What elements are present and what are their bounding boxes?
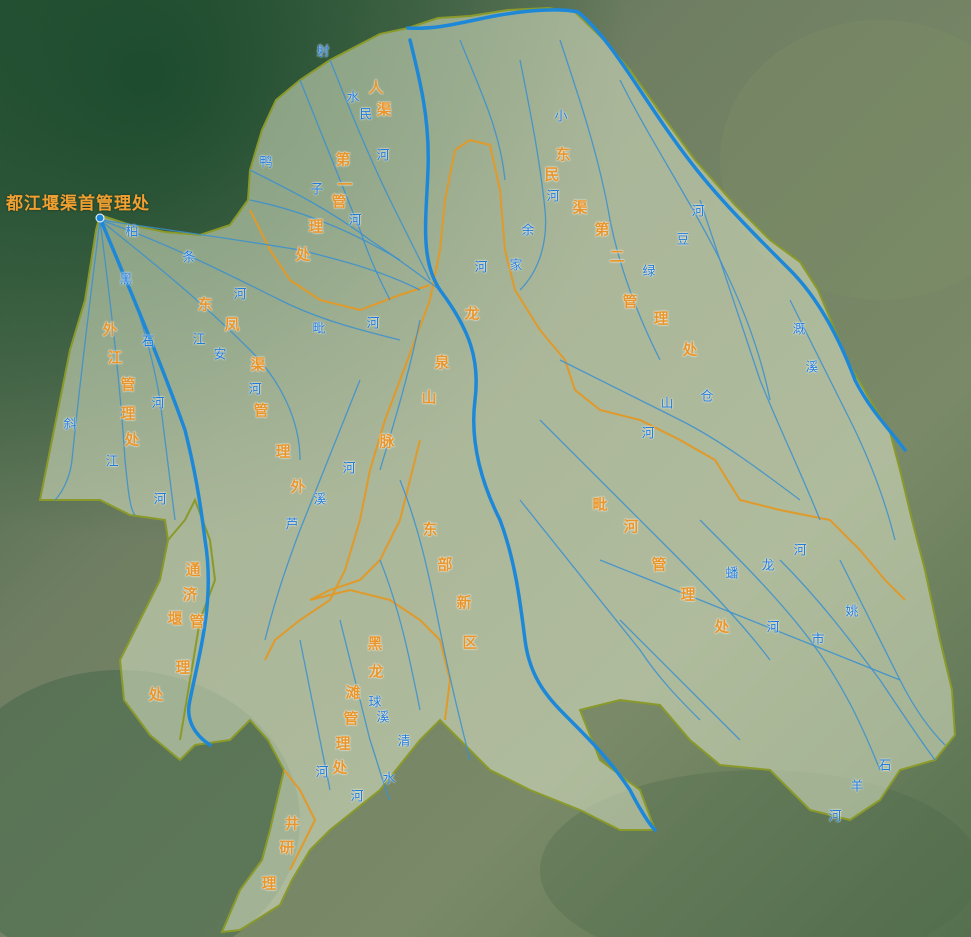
inner-boundary-north xyxy=(249,209,431,312)
main-river-north xyxy=(408,38,657,832)
main-river-northeast xyxy=(406,8,907,452)
main-river-west xyxy=(98,216,212,747)
inner-boundary-west xyxy=(167,497,217,741)
inner-boundary-east xyxy=(454,138,906,601)
hill-shading-east xyxy=(720,20,971,300)
inner-boundary-jingyan xyxy=(309,588,452,721)
irrigation-region xyxy=(38,6,957,934)
tributary-network xyxy=(54,39,946,801)
inner-boundary-south xyxy=(283,769,317,871)
main-rivers xyxy=(98,8,907,832)
dam-icon xyxy=(95,213,105,223)
inner-boundary-longquan xyxy=(264,149,456,661)
